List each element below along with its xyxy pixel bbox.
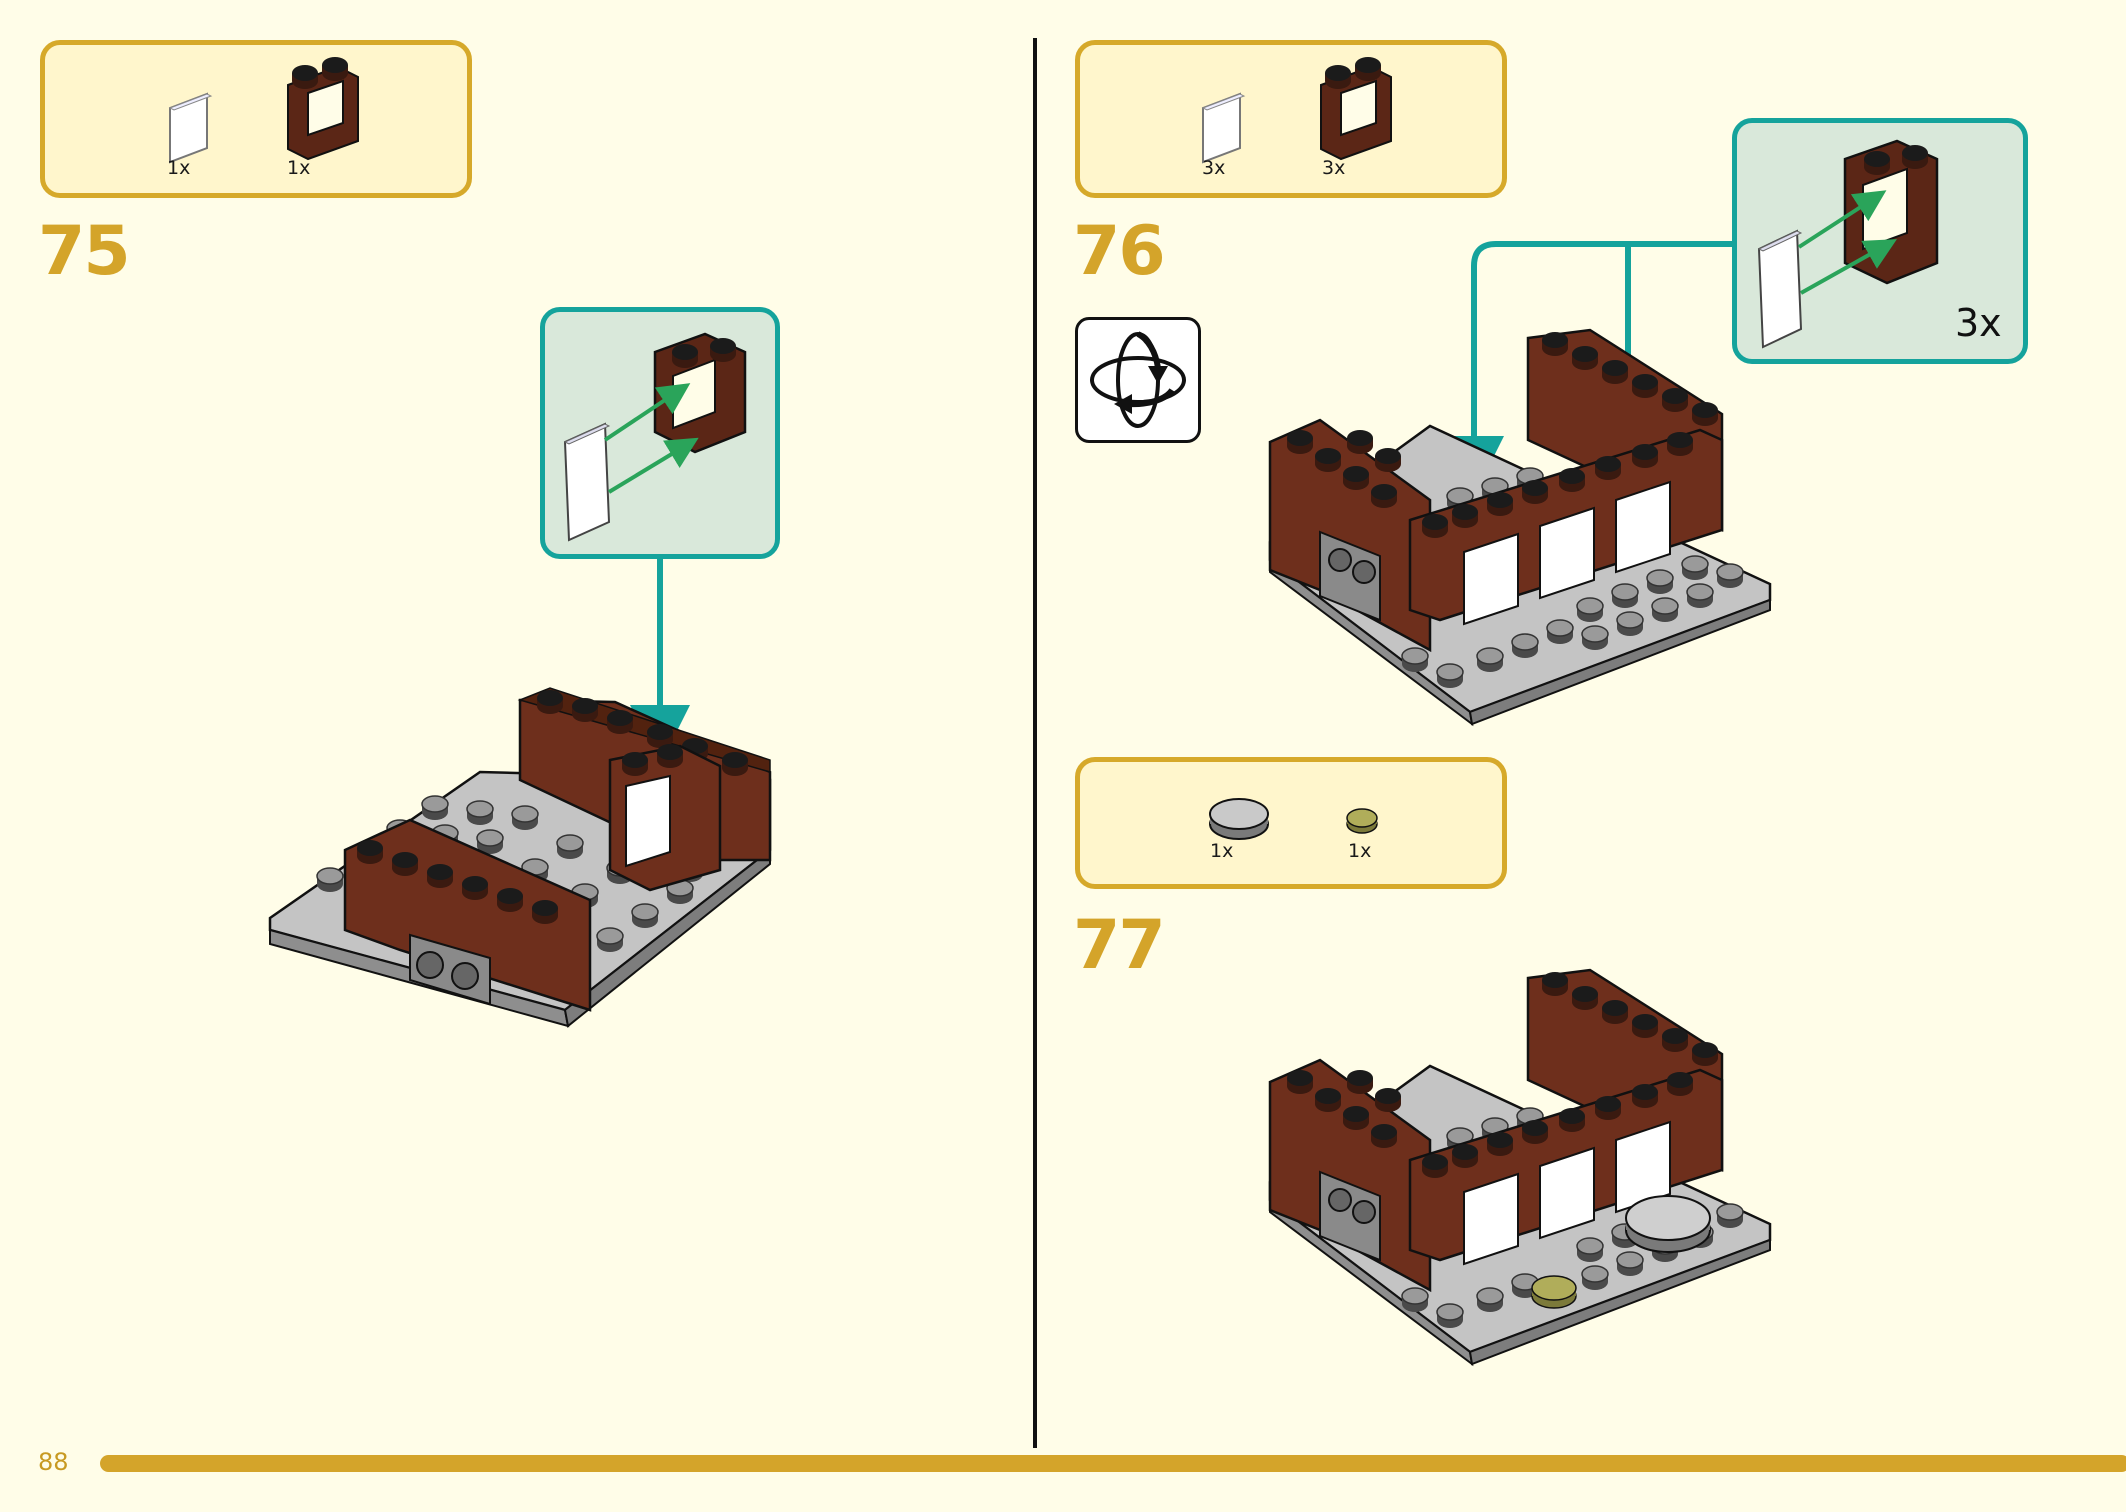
callout-arrow (630, 557, 690, 765)
part-count: 3x (1202, 157, 1226, 179)
subassembly-callout (540, 307, 780, 559)
subassembly-quantity: 3x (1955, 301, 2002, 345)
page-number: 88 (38, 1448, 69, 1476)
olive-round-plate-icon (1346, 808, 1378, 834)
part-count: 1x (287, 157, 311, 179)
step-75-model-illustration (268, 687, 772, 1028)
rotate-model-icon (1075, 317, 1201, 443)
light-grey-round-tile-icon (1209, 798, 1269, 840)
subassembly-illustration (1757, 139, 1939, 349)
step-76-model-illustration (1268, 328, 1772, 727)
footer-bar (100, 1455, 2126, 1472)
subassembly-illustration (563, 332, 747, 542)
step-77-model-illustration (1268, 968, 1772, 1367)
subassembly-callout: 3x (1732, 118, 2028, 364)
transparent-glass-pane-icon (1201, 92, 1246, 164)
step-76-parts-list: 3x 3x (1075, 40, 1507, 198)
step-number: 75 (38, 212, 131, 291)
part-count: 1x (1210, 840, 1234, 862)
part-count: 1x (1348, 840, 1372, 862)
step-75-parts-list: 1x 1x (40, 40, 472, 198)
brown-window-frame-icon (1320, 57, 1392, 161)
page-divider (1033, 38, 1037, 1448)
light-grey-round-tile (1625, 1195, 1711, 1253)
part-count: 1x (167, 157, 191, 179)
transparent-glass-pane-icon (168, 92, 213, 164)
step-number: 77 (1073, 906, 1166, 985)
part-count: 3x (1322, 157, 1346, 179)
step-77-parts-list: 1x 1x (1075, 757, 1507, 889)
olive-round-plate (1531, 1275, 1577, 1309)
brown-window-frame-icon (287, 57, 359, 161)
step-number: 76 (1073, 212, 1166, 291)
